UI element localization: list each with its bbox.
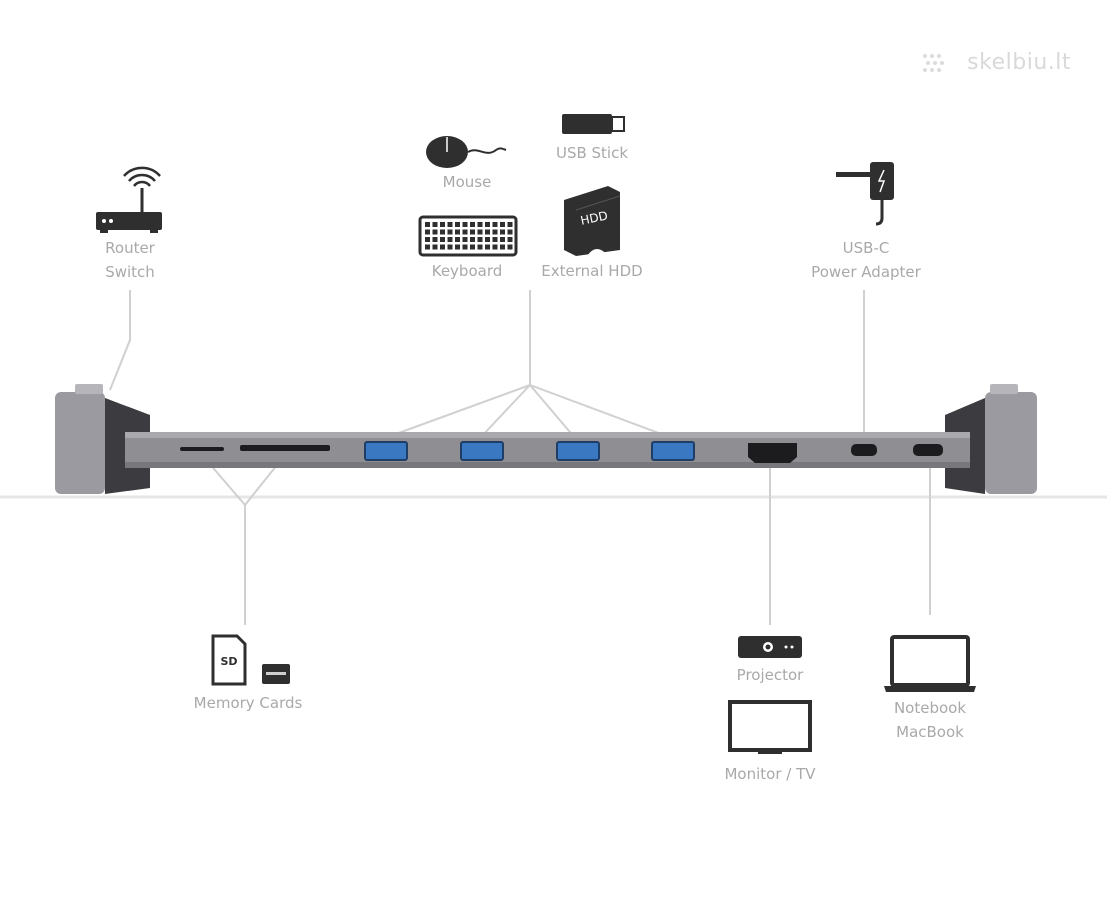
router-label-line2: Switch: [105, 263, 155, 281]
notebook-label: Notebook MacBook: [894, 696, 966, 744]
router-connector: [109, 290, 131, 391]
keyboard-key: [507, 237, 513, 242]
keyboard-key: [462, 237, 468, 242]
keyboard-key: [432, 222, 438, 227]
keyboard-key: [507, 244, 513, 250]
keyboard-key: [447, 229, 453, 235]
keyboard-key: [492, 229, 498, 235]
connector-lines: [109, 290, 931, 625]
monitor-icon: [728, 700, 812, 754]
keyboard-key: [470, 229, 475, 235]
projector-icon: [738, 636, 802, 658]
sd-card-slot: [240, 445, 330, 451]
keyboard-key: [425, 229, 430, 235]
right-bracket: [985, 392, 1037, 494]
keyboard-key: [477, 229, 483, 235]
monitor-label: Monitor / TV: [724, 765, 816, 783]
usb-a-port-2: [460, 441, 504, 461]
memory-cards-label: Memory Cards: [193, 694, 303, 712]
keyboard-key: [492, 222, 498, 227]
keyboard-key: [440, 229, 445, 235]
keyboard-key: [425, 222, 430, 227]
notebook-label-line2: MacBook: [896, 723, 964, 741]
usb-stick-label: USB Stick: [555, 144, 629, 162]
external-hdd-label: External HDD: [541, 262, 643, 280]
power-adapter-label: USB-C Power Adapter: [811, 236, 921, 284]
usb-port-4-connector: [529, 384, 673, 439]
power-adapter-label-line1: USB-C: [842, 239, 890, 257]
projector-label: Projector: [736, 666, 804, 684]
keyboard-key: [500, 222, 505, 227]
usb-a-port-4: [651, 441, 695, 461]
router-label: Router Switch: [105, 236, 155, 284]
power-adapter-icon: [836, 162, 894, 226]
keyboard-key: [485, 222, 490, 227]
notebook-label-line1: Notebook: [893, 699, 967, 717]
keyboard-key: [500, 237, 505, 242]
keyboard-key: [432, 237, 438, 242]
keyboard-key: [507, 229, 513, 235]
power-adapter-label-line2: Power Adapter: [811, 263, 921, 281]
keyboard-label: Keyboard: [431, 262, 503, 280]
keyboard-key: [462, 244, 468, 250]
mouse-label: Mouse: [442, 173, 492, 191]
watermark-text: skelbiu.lt: [967, 50, 1071, 75]
usb-c-notebook-port: [913, 444, 943, 456]
keyboard-key: [500, 229, 505, 235]
usb-a-port-3: [556, 441, 600, 461]
hdd-icon: HDD: [564, 186, 621, 258]
keyboard-key: [485, 237, 490, 242]
keyboard-key: [492, 244, 498, 250]
keyboard-key: [470, 244, 475, 250]
keyboard-icon: [418, 215, 518, 257]
usb-port-3-connector: [529, 384, 576, 439]
keyboard-key: [477, 222, 483, 227]
usb-c-power-port: [851, 444, 877, 456]
laptop-icon: [884, 635, 976, 692]
keyboard-key: [447, 244, 453, 250]
keyboard-key: [470, 222, 475, 227]
keyboard-key: [440, 222, 445, 227]
keyboard-key: [477, 244, 483, 250]
sd-card-icon-text: SD: [220, 655, 237, 668]
hdmi-port: [748, 443, 797, 463]
keyboard-key: [432, 244, 438, 250]
keyboard-key: [485, 244, 490, 250]
keyboard-key: [432, 229, 438, 235]
left-bracket: [55, 392, 105, 494]
mouse-icon: [426, 136, 507, 168]
keyboard-key: [425, 244, 430, 250]
keyboard-key: [485, 229, 490, 235]
usb-port-2-connector: [479, 384, 531, 439]
keyboard-key: [455, 222, 460, 227]
micro-sd-slot: [180, 447, 224, 451]
keyboard-key: [462, 222, 468, 227]
keyboard-key: [455, 244, 460, 250]
keyboard-key: [455, 229, 460, 235]
keyboard-key: [425, 237, 430, 242]
watermark-logo-icon: [923, 54, 944, 72]
hdd-icon-text: HDD: [579, 208, 609, 227]
keyboard-key: [440, 244, 445, 250]
keyboard-key: [470, 237, 475, 242]
keyboard-key: [455, 237, 460, 242]
keyboard-key: [447, 222, 453, 227]
usb-a-port-1: [364, 441, 408, 461]
keyboard-key: [440, 237, 445, 242]
keyboard-key: [462, 229, 468, 235]
keyboard-key: [500, 244, 505, 250]
keyboard-key: [507, 222, 513, 227]
keyboard-key: [447, 237, 453, 242]
router-label-line1: Router: [105, 239, 155, 257]
usb-port-1-connector: [384, 384, 531, 439]
router-icon: [96, 166, 162, 233]
sd-card-icon: SD: [211, 634, 290, 686]
keyboard-key: [492, 237, 498, 242]
keyboard-key: [477, 237, 483, 242]
usb-stick-icon: [562, 114, 625, 134]
docking-station: [55, 384, 1037, 494]
